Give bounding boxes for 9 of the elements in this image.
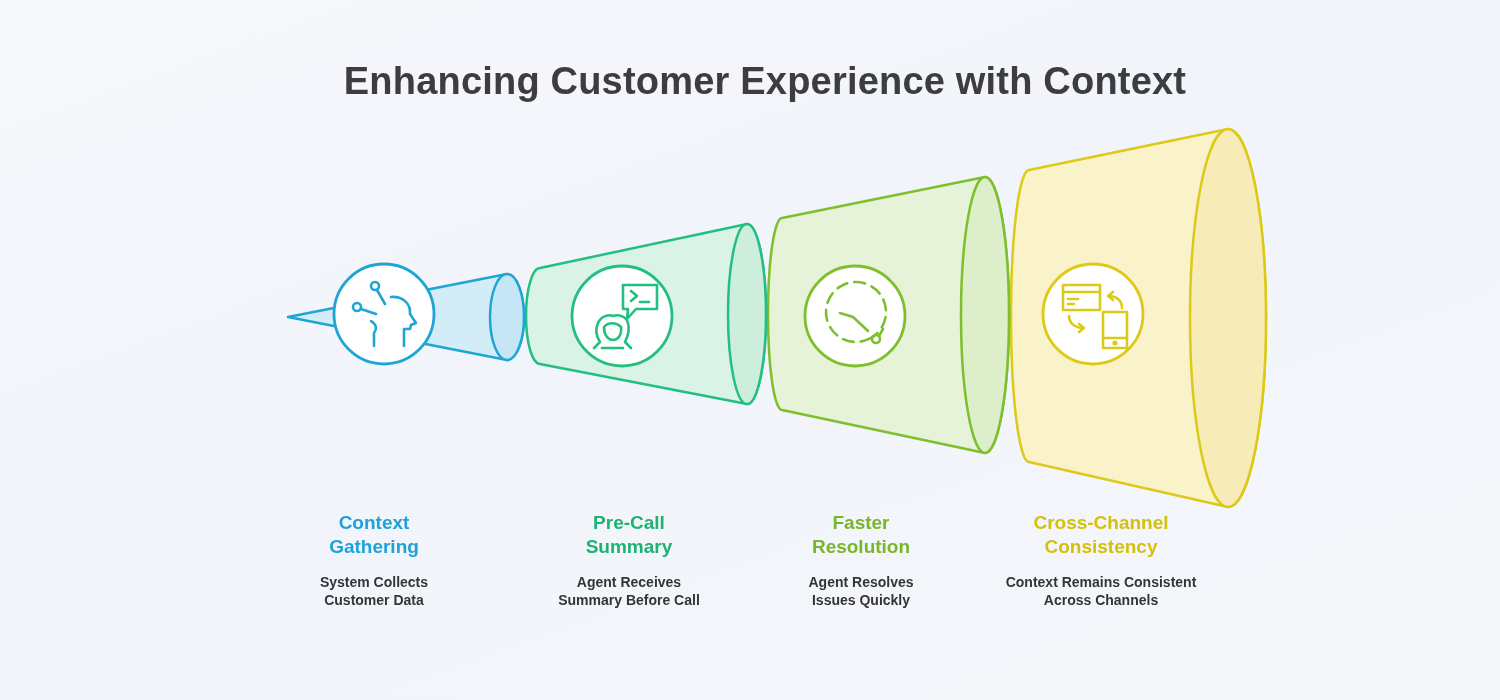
stage-description: Agent Resolves Issues Quickly [807,573,915,609]
title: Enhancing Customer Experience with Context [342,59,1188,104]
stage-title: Faster Resolution [810,511,912,559]
stage-title: Context Gathering [328,511,420,559]
stage-title: Cross-Channel Consistency [1032,511,1170,559]
stage-description: Agent Receives Summary Before Call [557,573,701,609]
stage-description: Context Remains Consistent Across Channels [1004,573,1198,609]
stage-title: Pre-Call Summary [584,511,674,559]
stage-description: System Collects Customer Data [318,573,430,609]
